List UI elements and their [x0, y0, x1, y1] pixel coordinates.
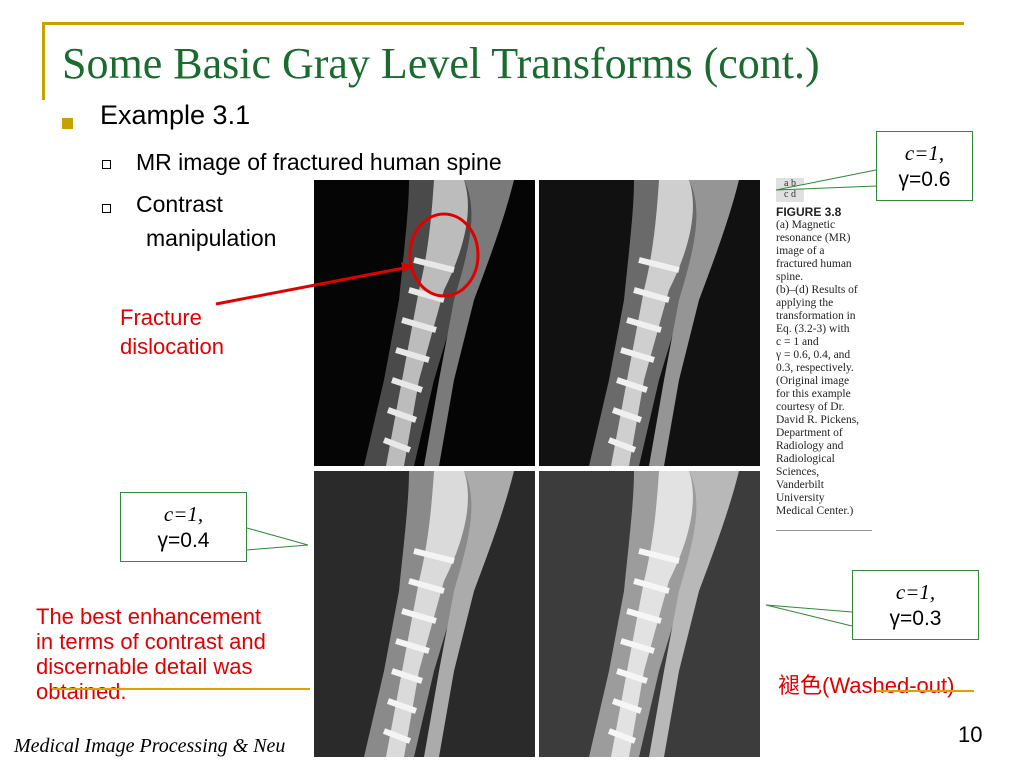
caption-rule	[776, 530, 872, 531]
caption-line: (b)–(d) Results of	[776, 284, 858, 296]
caption-line: Vanderbilt	[776, 479, 824, 491]
callout-c-value: c=1,	[895, 580, 936, 604]
sub-bullet-icon	[102, 160, 111, 169]
bullet-example: Example 3.1	[100, 100, 251, 130]
caption-line: (Original image	[776, 375, 850, 387]
frame-left-rule	[42, 22, 45, 100]
sub-bullet-manipulation: manipulation	[146, 225, 277, 251]
mr-image-a	[314, 180, 535, 466]
caption-line: c = 1 and	[776, 336, 819, 348]
best-note-line: obtained.	[36, 679, 127, 704]
caption-line: fractured human	[776, 258, 852, 270]
best-enhancement-note: The best enhancement in terms of contras…	[36, 604, 266, 704]
figure-caption: FIGURE 3.8 (a) Magnetic resonance (MR) i…	[776, 206, 876, 518]
mr-image-c	[314, 471, 535, 757]
frame-top-rule	[42, 22, 964, 25]
fracture-label-line: dislocation	[120, 334, 224, 359]
caption-line: transformation in	[776, 310, 856, 322]
panel-key: a b c d	[776, 178, 804, 202]
callout-gamma-value: γ=0.3	[889, 607, 942, 630]
sub-bullet-contrast: Contrast	[136, 191, 223, 217]
best-note-line: in terms of contrast and	[36, 629, 266, 654]
slide-title: Some Basic Gray Level Transforms (cont.)	[62, 39, 820, 88]
caption-line: resonance (MR)	[776, 232, 851, 244]
panel-key-row: a b	[784, 178, 796, 189]
panel-key-row: c d	[784, 189, 796, 200]
footer-course: Medical Image Processing & Neu	[14, 735, 286, 757]
best-note-line: The best enhancement	[36, 604, 262, 629]
caption-line: David R. Pickens,	[776, 414, 860, 426]
callout-c-value: c=1,	[904, 141, 945, 165]
sub-bullet-icon	[102, 204, 111, 213]
caption-line: Department of	[776, 427, 843, 439]
caption-line: image of a	[776, 245, 825, 257]
sub-bullet-mr: MR image of fractured human spine	[136, 149, 502, 175]
caption-line: Radiology and	[776, 440, 844, 452]
callout-pointer	[765, 604, 853, 627]
caption-line: spine.	[776, 271, 804, 283]
mr-image-b	[539, 180, 760, 466]
mr-image-d	[539, 471, 760, 757]
callout-gamma-03: c=1, γ=0.3	[852, 570, 979, 640]
callout-gamma-06: c=1, γ=0.6	[876, 131, 973, 201]
highlight-underline	[876, 690, 974, 692]
callout-gamma-value: γ=0.6	[898, 168, 951, 191]
caption-heading: FIGURE 3.8	[776, 205, 842, 219]
callout-gamma-04: c=1, γ=0.4	[120, 492, 247, 562]
page-number: 10	[958, 722, 983, 747]
callout-c-value: c=1,	[163, 502, 204, 526]
caption-line: courtesy of Dr.	[776, 401, 845, 413]
callout-pointer	[246, 527, 309, 551]
caption-line: 0.3, respectively.	[776, 362, 854, 374]
highlight-underline	[52, 688, 310, 690]
caption-line: (a) Magnetic	[776, 219, 836, 231]
caption-line: applying the	[776, 297, 834, 309]
caption-line: Medical Center.)	[776, 505, 854, 517]
callout-gamma-value: γ=0.4	[157, 529, 210, 552]
fracture-label-line: Fracture	[120, 305, 202, 330]
caption-line: Sciences,	[776, 466, 820, 478]
caption-line: Eq. (3.2-3) with	[776, 323, 850, 335]
fracture-label: Fracture dislocation	[120, 303, 224, 361]
bullet-square-icon	[62, 118, 73, 129]
best-note-line: discernable detail was	[36, 654, 253, 679]
caption-line: Radiological	[776, 453, 835, 465]
washed-out-label: 褪色(Washed-out)	[778, 673, 955, 698]
caption-line: for this example	[776, 388, 851, 400]
caption-line: γ = 0.6, 0.4, and	[776, 349, 851, 361]
caption-line: University	[776, 492, 825, 504]
